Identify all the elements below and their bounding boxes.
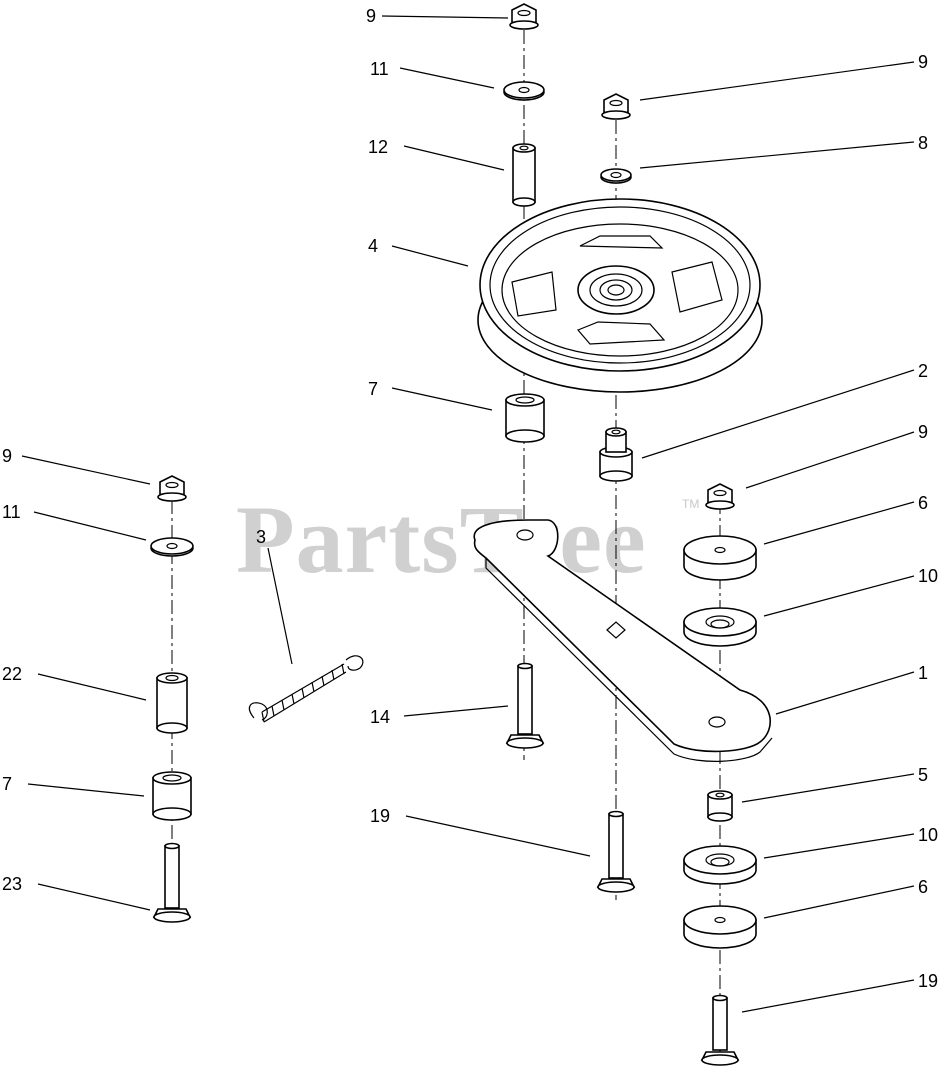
spacer-5 [707,790,733,822]
callout-4: 4 [368,236,378,256]
bolt-14 [505,662,545,749]
callout-9-right-mid: 9 [918,422,928,442]
callout-8: 8 [918,133,928,153]
callout-9-left: 9 [2,446,12,466]
callout-19-mid: 19 [370,806,390,826]
watermark-text: PartsTree [236,486,647,593]
idler-arm [473,519,773,762]
callout-12: 12 [368,137,388,157]
bolt-19-mid [596,810,636,893]
flange-nut-right-top [601,93,631,120]
callout-5: 5 [918,765,928,785]
washer-left [150,537,194,557]
callout-14: 14 [370,707,390,727]
watermark-trademark: TM [682,497,699,511]
spacer-12 [512,143,536,207]
flange-nut-left [157,475,187,502]
washer-6-upper [683,535,757,581]
pulley [477,198,763,393]
washer-top [503,81,545,101]
washer-10-lower [683,845,757,885]
spacer-7-left [152,771,192,821]
extension-spring [248,655,364,723]
callout-11-top: 11 [370,59,389,79]
callout-9-top: 9 [366,6,376,26]
washer-10-upper [683,607,757,647]
spacer-7-mid [505,393,545,443]
callout-6-upper: 6 [918,493,928,513]
callout-23: 23 [2,874,22,894]
callout-19-right: 19 [918,971,938,991]
flange-nut-right-mid [705,483,735,510]
callout-9-right-top: 9 [918,52,928,72]
callout-labels: 9 11 12 9 8 4 7 2 9 6 10 1 5 10 6 19 19 … [2,6,938,991]
bolt-19-right [700,994,740,1066]
washer-6-lower [683,905,757,949]
callout-2: 2 [918,361,928,381]
callout-10-lower: 10 [918,825,938,845]
bolt-23 [152,842,192,923]
callout-3: 3 [256,527,266,547]
callout-1: 1 [918,663,928,683]
callout-7-left: 7 [2,774,12,794]
callout-7-mid: 7 [368,379,378,399]
callout-11-left: 11 [2,502,21,522]
flange-nut-top [509,3,539,30]
callout-6-lower: 6 [918,877,928,897]
bushing-2 [599,427,633,482]
washer-8 [600,168,632,184]
callout-10-upper: 10 [918,566,938,586]
leader-lines [21,15,915,1013]
spacer-22 [156,672,188,734]
callout-22: 22 [2,664,22,684]
